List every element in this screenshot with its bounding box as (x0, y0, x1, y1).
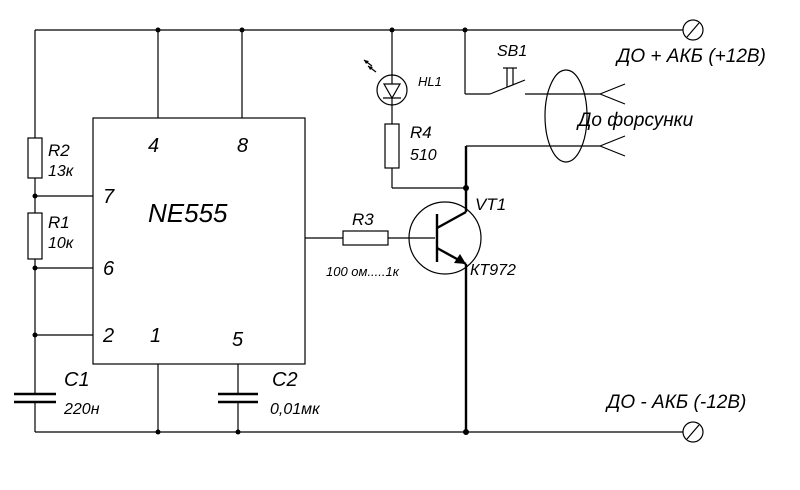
c1-ref: C1 (64, 369, 90, 391)
c2-ref: C2 (272, 369, 298, 391)
junction-dot (462, 27, 468, 33)
pin-4-label: 4 (148, 135, 159, 157)
r2-ref: R2 (48, 141, 70, 160)
pin-8-label: 8 (237, 135, 248, 157)
c2-value: 0,01мк (270, 401, 321, 418)
r3-value: 100 ом.....1к (326, 264, 400, 279)
r1-ref: R1 (48, 213, 70, 232)
plus-terminal-icon (682, 19, 704, 41)
pin-7-label: 7 (103, 186, 115, 208)
vt1-collector-lead (436, 210, 467, 230)
junction-dot (239, 27, 245, 33)
junction-dot (155, 27, 161, 33)
led-triangle-icon (382, 83, 402, 100)
junction-dot (32, 193, 38, 199)
junction-dot (235, 429, 241, 435)
c1-value: 220н (63, 401, 100, 418)
pin-2-label: 2 (102, 325, 114, 347)
junction-dot (463, 429, 469, 435)
sb1-ref: SB1 (497, 43, 527, 60)
emitter-arrow-icon (454, 254, 466, 264)
injector-connector (544, 69, 588, 163)
vt1-type: КТ972 (470, 262, 516, 279)
r3-ref: R3 (352, 210, 374, 229)
junction-dot (155, 429, 161, 435)
connector-pin-icon (599, 145, 626, 157)
pin-1-label: 1 (150, 325, 161, 347)
terminal-slash (686, 22, 700, 38)
r4-resistor (384, 123, 400, 169)
connector-pin-icon (599, 83, 626, 95)
injector-label: До форсунки (576, 110, 694, 131)
pin-5-label: 5 (232, 329, 244, 351)
ne555-chip-body (92, 117, 306, 365)
light-ray-arrow-icon (364, 60, 369, 64)
plus-terminal-label: ДО + АКБ (+12В) (615, 46, 766, 67)
minus-terminal-label: ДО - АКБ (-12В) (605, 392, 746, 413)
minus-terminal-icon (682, 421, 704, 443)
chip-name: NE555 (148, 198, 228, 228)
connector-pin-icon (599, 135, 626, 147)
r1-value: 10к (48, 235, 75, 252)
terminal-slash (686, 424, 700, 440)
r4-ref: R4 (410, 123, 432, 142)
junction-dot (389, 27, 395, 33)
light-ray-arrow-icon (368, 66, 373, 70)
r4-value: 510 (410, 147, 437, 164)
r2-value: 13к (48, 163, 75, 180)
vt1-ref: VT1 (475, 195, 506, 214)
pin-6-label: 6 (103, 258, 115, 280)
r3-resistor (342, 230, 389, 246)
r2-resistor (27, 137, 43, 179)
junction-dot (32, 332, 38, 338)
junction-dot (32, 265, 38, 271)
vt1-transistor-body (408, 201, 482, 275)
hl1-ref: HL1 (418, 74, 442, 89)
connector-pin-icon (599, 93, 626, 105)
r1-resistor (27, 212, 43, 260)
